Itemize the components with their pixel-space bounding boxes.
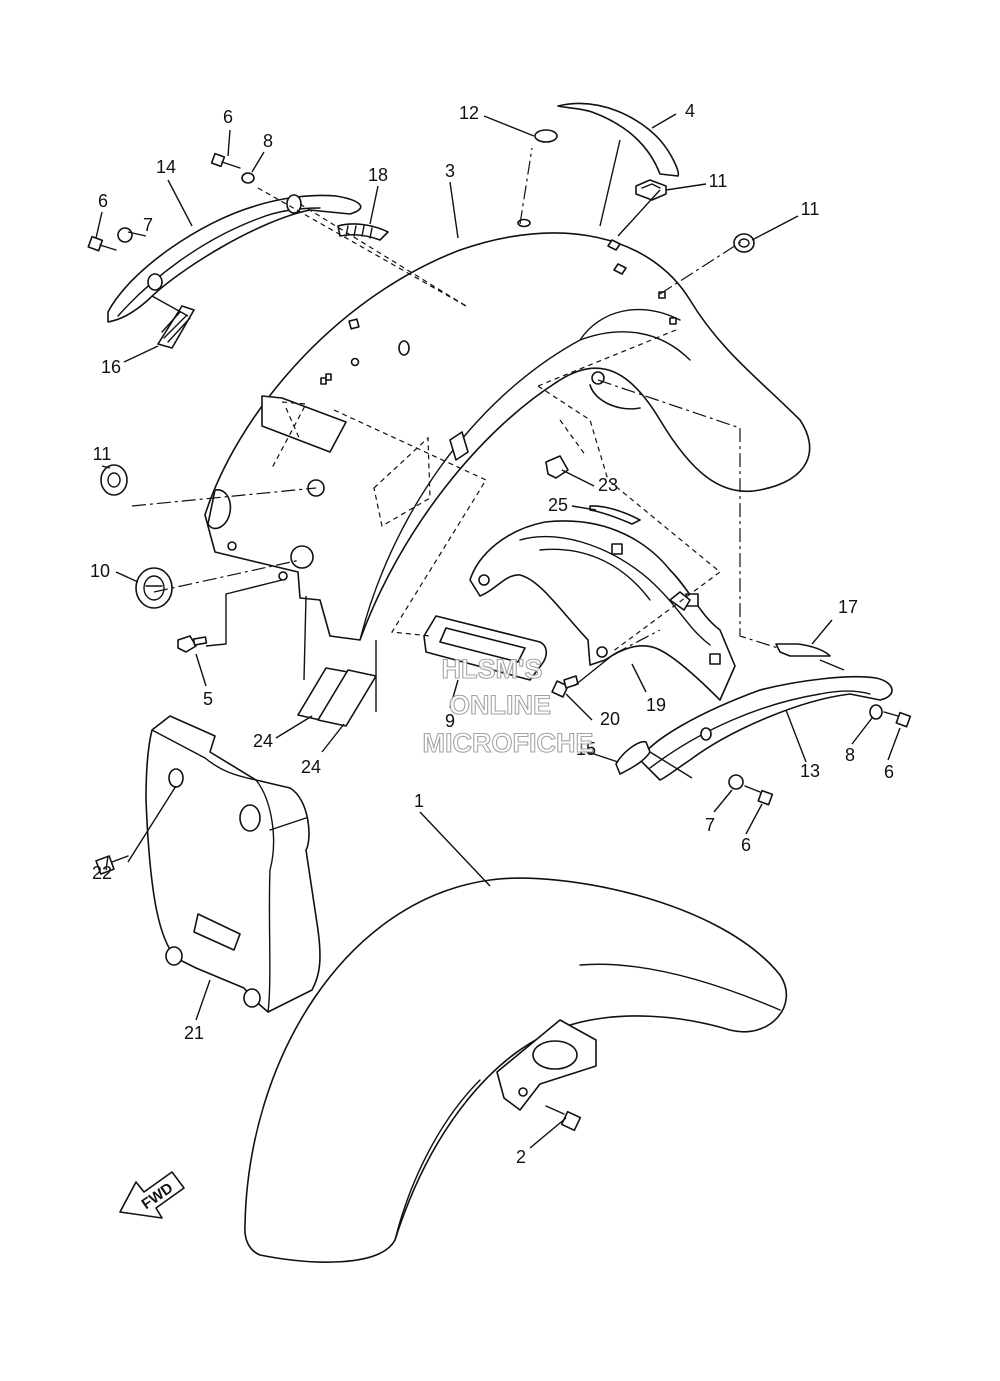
callout-22: 22 xyxy=(92,863,112,883)
callout-6-right: 6 xyxy=(884,762,894,782)
callout-2: 2 xyxy=(516,1147,526,1167)
rear-fender xyxy=(204,218,811,641)
callout-6-left: 6 xyxy=(98,191,108,211)
callout-8-right: 8 xyxy=(845,745,855,765)
callout-5: 5 xyxy=(203,689,213,709)
leader-lines xyxy=(95,113,901,1149)
mudguard-flap xyxy=(145,715,321,1013)
watermark-line-2: ONLINE xyxy=(449,690,551,720)
callout-17: 17 xyxy=(838,597,858,617)
screw-6-lower xyxy=(744,785,774,806)
grommets xyxy=(100,179,755,496)
washer-12 xyxy=(534,129,558,143)
callout-21: 21 xyxy=(184,1023,204,1043)
shim-plate xyxy=(589,505,641,525)
reflector-bracket xyxy=(423,615,548,681)
callout-24-right: 24 xyxy=(301,757,321,777)
cushion-18 xyxy=(337,223,389,241)
screw-6-right xyxy=(883,711,912,728)
callout-4: 4 xyxy=(685,101,695,121)
side-rail-left xyxy=(107,194,362,323)
bolt-20 xyxy=(551,675,579,698)
callout-10: 10 xyxy=(90,561,110,581)
cushion-15 xyxy=(615,740,651,775)
callout-24-left: 24 xyxy=(253,731,273,751)
screw-6-left xyxy=(87,235,117,252)
callout-14: 14 xyxy=(156,157,176,177)
bolt-5 xyxy=(177,635,208,653)
washer-7-left xyxy=(117,227,133,243)
callout-20: 20 xyxy=(600,709,620,729)
clip-23 xyxy=(545,455,569,479)
callout-15: 15 xyxy=(576,739,596,759)
callout-19: 19 xyxy=(646,695,666,715)
callout-7-right: 7 xyxy=(705,815,715,835)
callout-labels: 1 2 3 4 5 6 6 6 6 7 7 8 8 9 10 11 11 11 … xyxy=(90,101,894,1167)
washer-8-right xyxy=(869,704,883,720)
callout-13: 13 xyxy=(800,761,820,781)
bolt-22 xyxy=(95,855,129,875)
callout-1: 1 xyxy=(414,791,424,811)
callout-11-left: 11 xyxy=(93,444,112,464)
watermark-line-3: MICROFICHE xyxy=(423,728,594,758)
callout-6-top: 6 xyxy=(223,107,233,127)
bolt-2 xyxy=(545,1105,582,1132)
washer-8-top xyxy=(241,172,255,184)
callout-6-lower: 6 xyxy=(741,835,751,855)
plug-cap xyxy=(135,567,173,609)
front-fender xyxy=(244,877,788,1263)
watermark: HLSM'S ONLINE MICROFICHE xyxy=(422,653,594,758)
forward-direction-arrow: FWD xyxy=(119,1171,185,1219)
callout-7-left: 7 xyxy=(143,215,153,235)
callout-12: 12 xyxy=(459,103,479,123)
garnish-strip xyxy=(557,102,680,177)
callout-11-right: 11 xyxy=(801,199,820,219)
assembly-lines xyxy=(127,147,845,863)
side-rail-right xyxy=(639,675,893,781)
cushion-17 xyxy=(775,643,831,657)
callout-16: 16 xyxy=(101,357,121,377)
callout-9: 9 xyxy=(445,711,455,731)
callout-8-top: 8 xyxy=(263,131,273,151)
callout-23: 23 xyxy=(598,475,618,495)
washer-7-right xyxy=(728,774,744,790)
callout-25: 25 xyxy=(548,495,568,515)
callout-18: 18 xyxy=(368,165,388,185)
screw-6-top xyxy=(210,152,241,169)
callout-3: 3 xyxy=(445,161,455,181)
callout-11-top: 11 xyxy=(709,171,728,191)
cushion-16 xyxy=(157,305,195,349)
watermark-line-1: HLSM'S xyxy=(442,654,543,684)
seal-panels xyxy=(297,667,377,727)
